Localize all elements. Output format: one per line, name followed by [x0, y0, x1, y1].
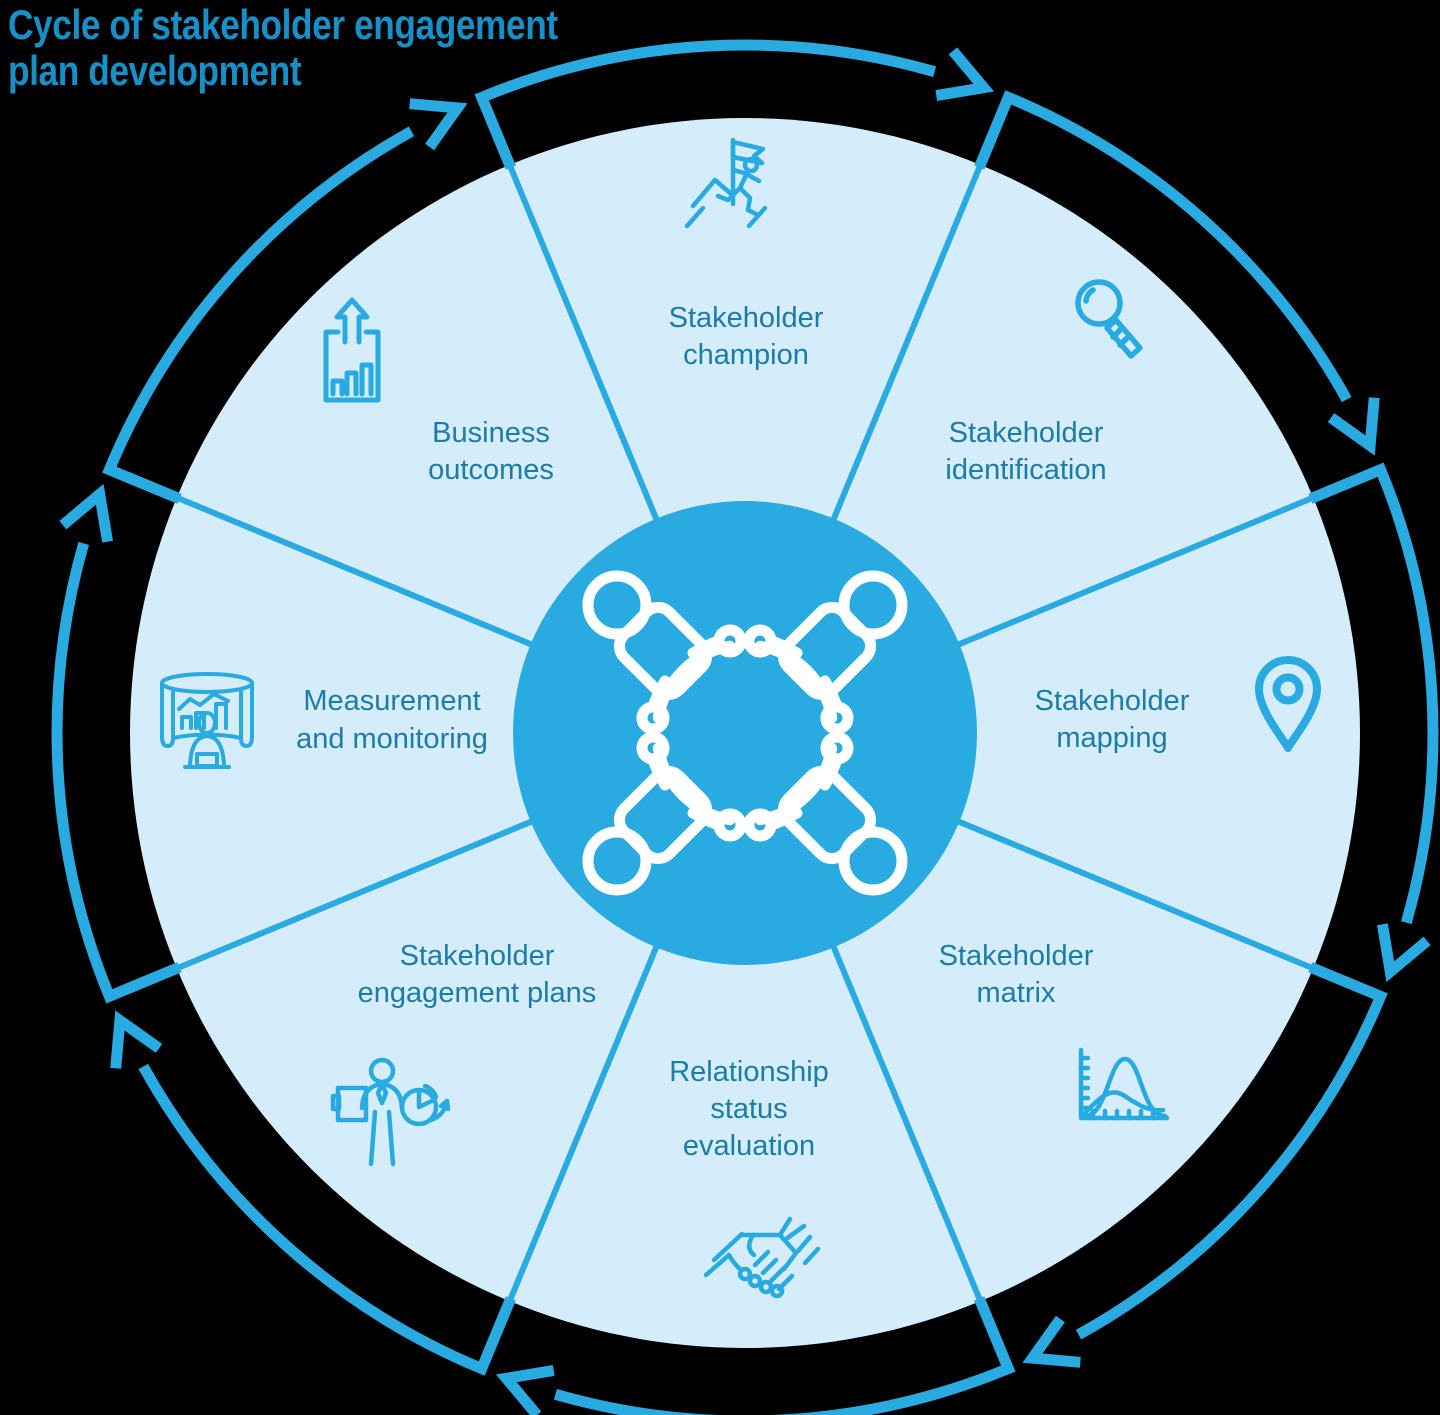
- segment-label-line: champion: [683, 339, 809, 371]
- cycle-arc-2: [1308, 462, 1439, 925]
- segment-business-outcomes: Business outcomes: [428, 417, 554, 486]
- segment-divider-3: [954, 817, 1315, 972]
- table-figure: [582, 570, 747, 735]
- segment-divider-6: [175, 817, 536, 972]
- person-clipboard-pie-chart-icon: [330, 1057, 451, 1167]
- segment-label-line: engagement plans: [358, 977, 597, 1009]
- center-circle: [513, 501, 977, 965]
- segment-label-line: Stakeholder: [400, 940, 555, 972]
- segment-label-line: and monitoring: [296, 723, 488, 755]
- segment-divider-7: [175, 494, 536, 649]
- cycle-arc-5: [138, 1063, 516, 1376]
- segment-label-line: Stakeholder: [1035, 685, 1190, 717]
- segment-label-line: status: [710, 1093, 787, 1125]
- segment-dividers: [175, 163, 1315, 1303]
- person-dashboard-icon: [160, 672, 254, 769]
- cycle-arc-6: [51, 541, 182, 1004]
- bar-chart-up-arrow-icon: [323, 297, 381, 403]
- segment-label-line: matrix: [977, 977, 1056, 1009]
- segment-divider-1: [829, 163, 984, 524]
- segment-divider-2: [954, 494, 1315, 649]
- cycle-arc-3: [1075, 962, 1388, 1340]
- segment-stakeholder-champion: Stakeholder champion: [669, 302, 824, 371]
- cycle-arc-7: [102, 126, 415, 504]
- segment-label-line: mapping: [1056, 722, 1167, 754]
- segment-relationship-status-evaluation: Relationship status evaluation: [669, 1056, 829, 1162]
- segment-label-line: Stakeholder: [669, 302, 824, 334]
- segment-label-line: Business: [432, 417, 550, 449]
- diagram-title-line-1: Cycle of stakeholder engagement: [8, 1, 558, 48]
- handshake-icon: [703, 1216, 821, 1299]
- segment-label-line: Stakeholder: [939, 940, 1094, 972]
- cycle-arrowhead-icon: [1327, 397, 1380, 456]
- cycle-arrowhead-icon: [1022, 1315, 1081, 1368]
- segment-labels: Stakeholder champion Stakeholder identif…: [296, 302, 1190, 1162]
- segment-stakeholder-identification: Stakeholder identification: [945, 417, 1106, 486]
- location-pin-icon: [1255, 656, 1321, 752]
- cycle-arrowhead-icon: [1376, 923, 1431, 983]
- cycle-arrowhead-icon: [495, 1364, 555, 1415]
- diagram-title-line-2: plan development: [8, 47, 302, 94]
- cycle-arrowhead-icon: [59, 483, 114, 543]
- cycle-arrowhead-icon: [110, 1010, 163, 1069]
- segment-label-line: outcomes: [428, 454, 554, 486]
- people-around-table-icon: [582, 570, 902, 890]
- magnifying-glass-icon: [1075, 279, 1143, 359]
- cycle-arrowhead-icon: [409, 98, 468, 151]
- cycle-arrows: [51, 39, 1439, 1415]
- segment-divider-0: [506, 163, 661, 524]
- cycle-arc-1: [974, 90, 1352, 403]
- segment-label-line: Stakeholder: [949, 417, 1104, 449]
- segment-stakeholder-matrix: Stakeholder matrix: [939, 940, 1094, 1009]
- segment-stakeholder-engagement-plans: Stakeholder engagement plans: [358, 940, 597, 1009]
- cycle-arc-0: [474, 39, 937, 170]
- segment-stakeholder-mapping: Stakeholder mapping: [1035, 685, 1190, 754]
- bell-curve-chart-icon: [1078, 1047, 1170, 1121]
- segment-divider-4: [829, 942, 984, 1303]
- segment-label-line: Measurement: [303, 685, 480, 717]
- segment-label-line: evaluation: [683, 1130, 815, 1162]
- mountain-climber-flag-icon: [684, 137, 768, 229]
- cycle-arrowhead-icon: [935, 47, 995, 102]
- segment-divider-5: [506, 942, 661, 1303]
- segment-label-line: identification: [945, 454, 1106, 486]
- segment-label-line: Relationship: [669, 1056, 829, 1088]
- cycle-arc-4: [553, 1296, 1016, 1415]
- diagram-title: Cycle of stakeholder engagement plan dev…: [8, 2, 558, 94]
- segment-measurement-and-monitoring: Measurement and monitoring: [296, 685, 488, 755]
